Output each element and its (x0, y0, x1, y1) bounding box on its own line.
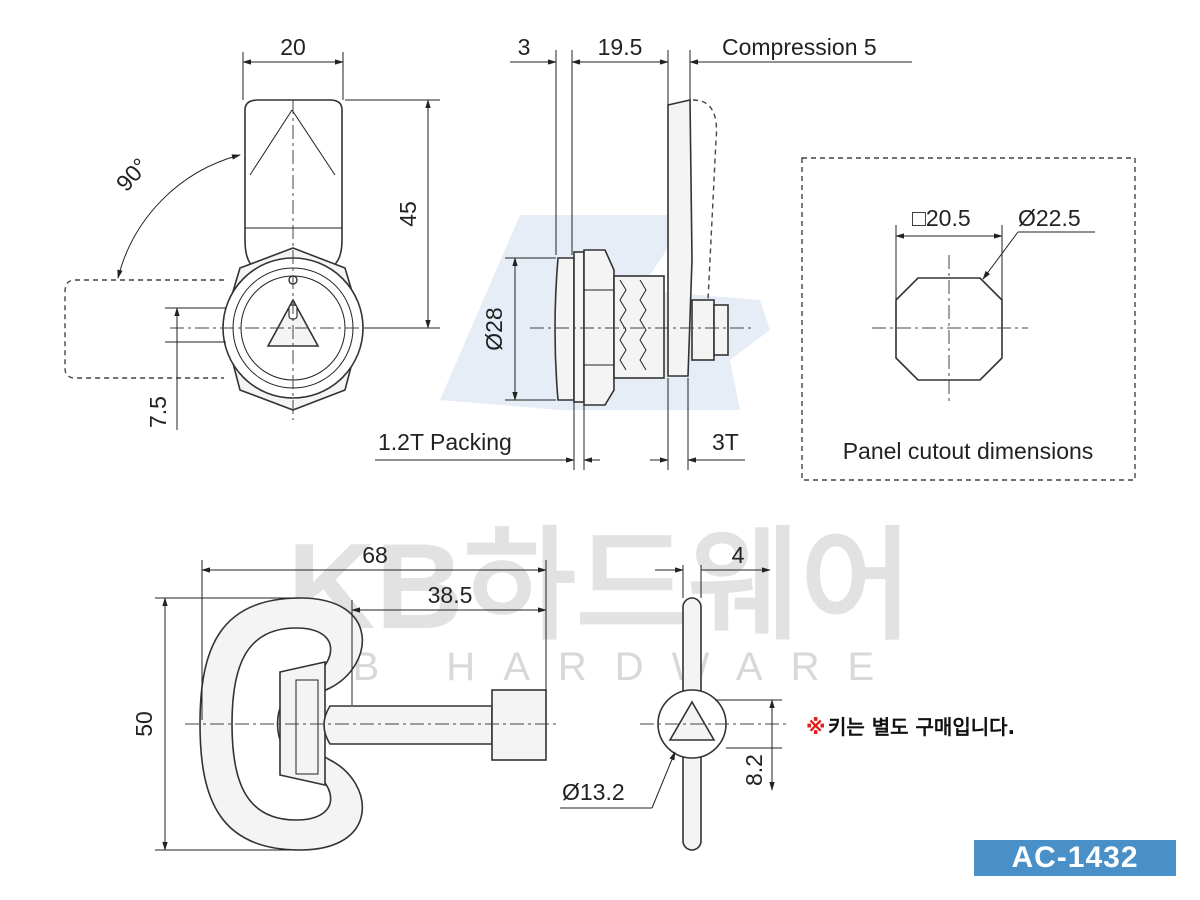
watermark-main: KB하드웨어 (287, 518, 912, 654)
dim-front-width: 20 (280, 34, 306, 60)
dim-flange-diameter: Ø28 (481, 307, 507, 350)
note-mark: ※ (806, 715, 825, 739)
dim-key-shaft-length: 38.5 (428, 582, 473, 608)
cutout-diameter: Ø22.5 (1018, 205, 1081, 231)
threaded-body (613, 275, 665, 379)
dim-cam-thickness: 3T (712, 429, 739, 455)
cutout-frame (801, 157, 1136, 481)
key-side-view: 4 Ø13.2 8.2 (560, 542, 790, 851)
cam-plate (667, 99, 693, 377)
key-grip (279, 661, 326, 786)
cutout-label: Panel cutout dimensions (843, 438, 1094, 464)
dim-key-height: 50 (131, 711, 157, 737)
purchase-note: ※ 키는 별도 구매입니다. (806, 715, 1015, 739)
dim-body-length: 19.5 (598, 34, 643, 60)
key-shaft (323, 705, 493, 745)
cutout-shape (895, 277, 1003, 381)
packing (573, 251, 585, 403)
flange (554, 257, 575, 401)
front-view-lock: 20 45 90° 7.5 (64, 34, 440, 430)
dim-offset: 7.5 (145, 396, 171, 428)
watermark-sub: KB HARDWARE (298, 645, 902, 689)
dim-key-length: 68 (362, 542, 388, 568)
side-view-lock: 3 19.5 Compression 5 Ø28 1.2T Packing 3T (375, 34, 912, 470)
key-view: 68 38.5 50 (131, 542, 560, 851)
panel-cutout: □20.5 Ø22.5 Panel cutout dimensions (801, 157, 1136, 481)
rotated-handle-outline (64, 279, 224, 379)
dim-key-tip-diameter: Ø13.2 (562, 779, 625, 805)
dim-key-tip-width: 8.2 (741, 754, 767, 786)
note-text: 키는 별도 구매입니다. (828, 715, 1015, 739)
dim-packing-thickness: 3 (518, 34, 531, 60)
dim-handle-height: 45 (395, 201, 421, 227)
key-tip (491, 689, 547, 761)
dim-compression: Compression 5 (722, 34, 877, 60)
cutout-square: □20.5 (912, 205, 971, 231)
dim-key-tip: 4 (732, 542, 745, 568)
screw-head (713, 304, 729, 356)
model-badge: AC-1432 (974, 840, 1176, 876)
dim-rotation-angle: 90° (111, 153, 154, 196)
dim-packing: 1.2T Packing (378, 429, 512, 455)
key-tip-triangle (668, 700, 716, 741)
screw-body (691, 299, 715, 361)
